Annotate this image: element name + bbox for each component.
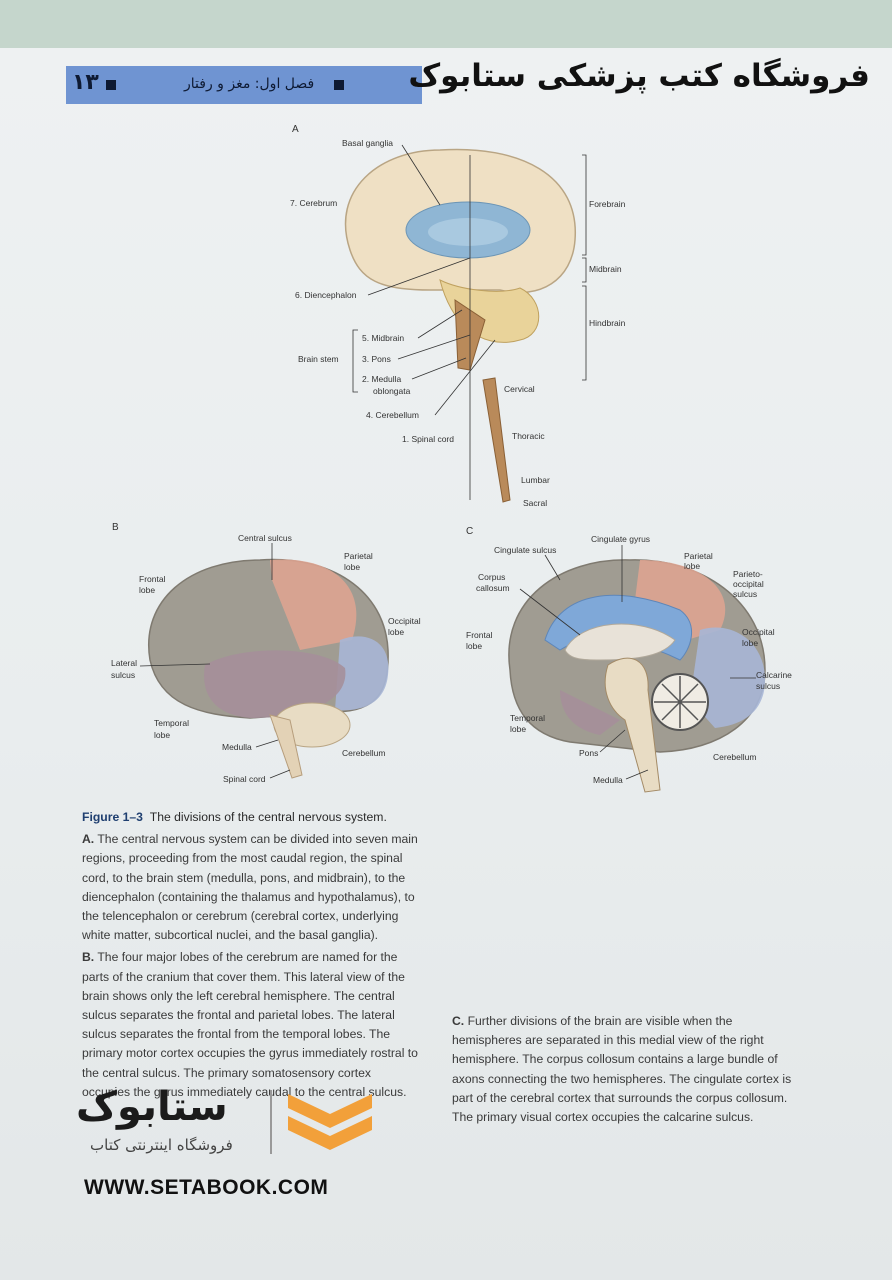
panel-a-letter: A [292,124,299,135]
caption-right-column: C. Further divisions of the brain are vi… [452,1012,798,1130]
label-thoracic: Thoracic [512,431,545,441]
label-basal-ganglia: Basal ganglia [342,138,393,148]
label-parieto-occipital-sulcus-2: occipital [733,579,764,589]
label-medulla-c: Medulla [593,775,623,785]
caption-left-column: Figure 1–3 The divisions of the central … [82,808,422,1105]
caption-figure-label: Figure 1–3 [82,810,143,824]
label-occipital-lobe-2: lobe [388,627,404,637]
label-lateral-sulcus: Lateral [111,658,137,668]
label-medulla: 2. Medulla [362,374,401,384]
caption-b-text: The four major lobes of the cerebrum are… [82,950,418,1099]
label-temporal-lobe-c: Temporal [510,713,545,723]
caption-b-letter: B. [82,950,95,965]
label-parieto-occipital-sulcus: Parieto- [733,569,763,579]
label-pons: 3. Pons [362,354,391,364]
caption-c-text: Further divisions of the brain are visib… [452,1014,792,1125]
label-frontal-lobe-c-2: lobe [466,641,482,651]
label-cervical: Cervical [504,384,535,394]
label-pons-c: Pons [579,748,598,758]
panel-b-letter: B [112,522,119,533]
square-bullet-icon [334,80,344,90]
brain-illustration-b [148,558,389,779]
label-parietal-lobe-2: lobe [344,562,360,572]
label-occipital-lobe-c: Occipital [742,627,775,637]
chevron-logo-icon [288,1094,372,1150]
label-parietal-lobe: Parietal [344,551,373,561]
label-spinal-cord: 1. Spinal cord [402,434,454,444]
label-cerebellum-b: Cerebellum [342,748,385,758]
logo-tagline: فروشگاه اینترنتی کتاب [90,1136,233,1154]
running-header: ۱۳ فصل اول: مغز و رفتار [66,66,422,104]
logo-divider [270,1090,272,1154]
label-calcarine-sulcus: Calcarine [756,670,792,680]
label-occipital-lobe-c-2: lobe [742,638,758,648]
label-central-sulcus: Central sulcus [238,533,292,543]
caption-c-letter: C. [452,1014,465,1028]
panel-c-letter: C [466,526,473,537]
label-forebrain: Forebrain [589,199,626,209]
label-cingulate-sulcus: Cingulate sulcus [494,545,556,555]
background-band [0,0,892,50]
label-calcarine-sulcus-2: sulcus [756,681,780,691]
chapter-title: فصل اول: مغز و رفتار [184,76,315,92]
label-frontal-lobe-2: lobe [139,585,155,595]
brain-illustration-c [508,559,766,793]
logo-url: WWW.SETABOOK.COM [84,1176,329,1199]
label-medulla-oblongata: oblongata [373,386,411,396]
label-spinal-cord-b: Spinal cord [223,774,266,784]
page-number: ۱۳ [72,70,99,95]
square-bullet-icon [106,80,116,90]
label-frontal-lobe: Frontal [139,574,166,584]
label-midbrain-division: Midbrain [589,264,622,274]
setabook-logo: ستابوک فروشگاه اینترنتی کتاب WWW.SETABOO… [72,1084,382,1214]
label-medulla-b: Medulla [222,742,252,752]
label-parietal-lobe-c: Parietal [684,551,713,561]
caption-a-letter: A. [82,832,95,847]
label-hindbrain: Hindbrain [589,318,626,328]
caption-a-text: The central nervous system can be divide… [82,832,418,943]
label-parieto-occipital-sulcus-3: sulcus [733,589,757,599]
label-cerebellum: 4. Cerebellum [366,410,419,420]
label-cingulate-gyrus: Cingulate gyrus [591,534,650,544]
label-diencephalon: 6. Diencephalon [295,290,357,300]
label-lumbar: Lumbar [521,475,550,485]
label-cerebellum-c: Cerebellum [713,752,756,762]
label-temporal-lobe-c-2: lobe [510,724,526,734]
caption-title: The divisions of the central nervous sys… [149,810,387,824]
brain-illustration-a [344,148,576,503]
logo-brand: ستابوک [76,1084,228,1130]
shop-title: فروشگاه کتب پزشکی ستابوک [408,58,870,94]
label-occipital-lobe: Occipital [388,616,421,626]
label-midbrain: 5. Midbrain [362,333,404,343]
label-frontal-lobe-c: Frontal [466,630,493,640]
label-brain-stem: Brain stem [298,354,339,364]
label-cerebrum: 7. Cerebrum [290,198,337,208]
label-parietal-lobe-c-2: lobe [684,561,700,571]
label-corpus-callosum-2: callosum [476,583,510,593]
label-temporal-lobe: Temporal [154,718,189,728]
label-lateral-sulcus-2: sulcus [111,670,135,680]
label-corpus-callosum: Corpus [478,572,505,582]
label-temporal-lobe-2: lobe [154,730,170,740]
label-sacral: Sacral [523,498,547,508]
